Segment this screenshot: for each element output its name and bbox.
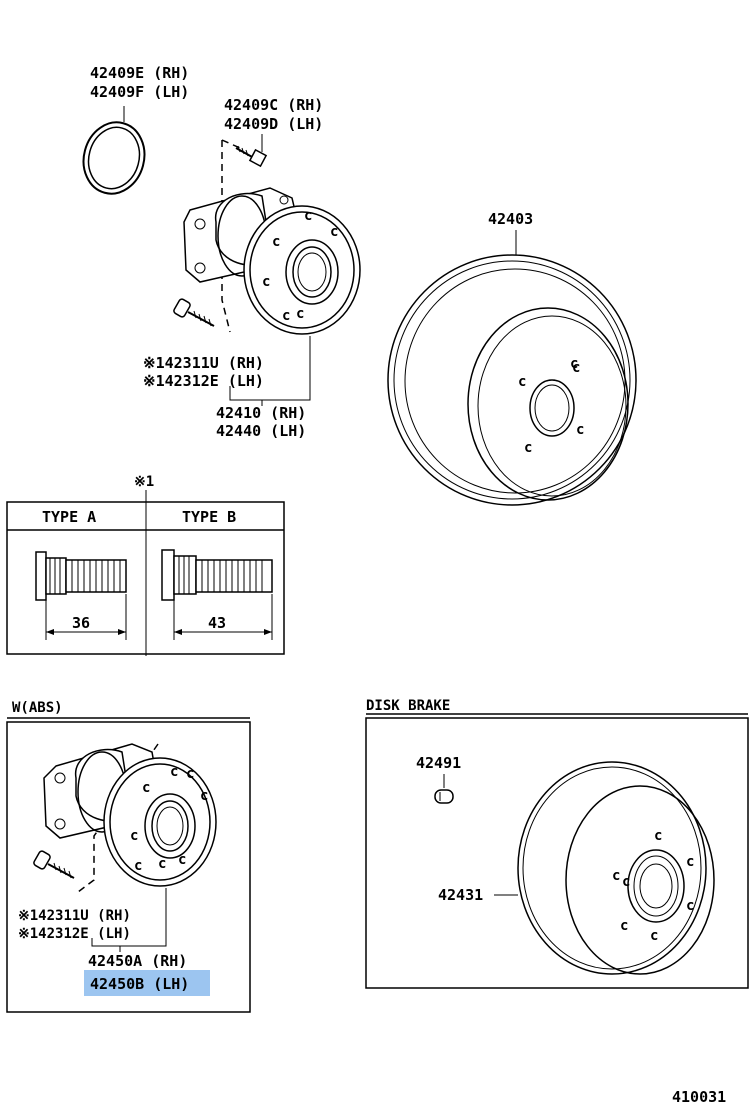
svg-text:c: c [130, 828, 138, 844]
svg-text:c: c [200, 788, 208, 804]
hole-plug-42491[interactable] [434, 789, 454, 804]
bolt-42409c[interactable] [235, 145, 268, 168]
label-abs-hub-lh[interactable]: 42450B (LH) [90, 975, 189, 993]
label-stud-rh: ※142311U (RH) [143, 354, 264, 372]
abs-hub-assembly-42450[interactable]: c c c c c c c c [43, 743, 217, 887]
label-stud-lh: ※142312E (LH) [143, 372, 264, 390]
alignment-dashes-abs [77, 743, 159, 893]
label-abs-stud-lh: ※142312E (LH) [18, 926, 131, 942]
svg-text:c: c [524, 440, 532, 456]
label-bolt-rh: 42409C (RH) [224, 96, 323, 114]
svg-text:c: c [186, 766, 194, 782]
dim-type-b: 43 [208, 614, 226, 632]
label-abs-stud-rh: ※142311U (RH) [18, 908, 131, 924]
dim-type-a: 36 [72, 614, 90, 632]
svg-text:c: c [158, 856, 166, 872]
svg-text:c: c [178, 852, 186, 868]
svg-text:c: c [654, 828, 662, 844]
svg-text:c: c [170, 764, 178, 780]
highlight-abs-hub-lh [84, 970, 210, 996]
svg-text:c: c [304, 208, 312, 224]
svg-text:c: c [518, 374, 526, 390]
svg-text:c: c [330, 224, 338, 240]
svg-text:c: c [296, 306, 304, 322]
disk-brake-frame [365, 713, 749, 989]
label-hub-lh: 42440 (LH) [216, 422, 306, 440]
svg-text:c: c [612, 868, 620, 884]
hub-stud-abs[interactable] [33, 850, 75, 879]
o-ring-42409e[interactable] [76, 115, 153, 200]
figure-number: 410031 [672, 1088, 726, 1106]
svg-text:c: c [572, 360, 580, 376]
note-ref-mark: ※1 [134, 474, 154, 490]
svg-text:c: c [142, 780, 150, 796]
hub-assembly-42410[interactable]: c c c c c c [183, 187, 361, 335]
svg-text:c: c [576, 422, 584, 438]
alignment-dashes-upper [221, 139, 241, 333]
label-oring-lh: 42409F (LH) [90, 83, 189, 101]
label-drum: 42403 [488, 210, 533, 228]
label-abs-hub-rh: 42450A (RH) [88, 952, 187, 970]
stud-type-b-drawing [161, 549, 273, 640]
svg-text:c: c [686, 898, 694, 914]
svg-text:c: c [650, 928, 658, 944]
svg-text:c: c [272, 234, 280, 250]
stud-leader-upper [229, 336, 311, 401]
brake-drum-42403[interactable]: c c c c c [387, 254, 637, 506]
brake-disc-42431[interactable]: c c c c c c c [517, 761, 715, 975]
stud-leader-abs [91, 888, 167, 947]
svg-text:c: c [262, 274, 270, 290]
svg-text:c: c [622, 874, 630, 890]
abs-section-title: W(ABS) [12, 700, 63, 716]
stud-type-a-drawing [35, 551, 127, 640]
label-hub-rh: 42410 (RH) [216, 404, 306, 422]
svg-text:c: c [282, 308, 290, 324]
label-oring-rh: 42409E (RH) [90, 64, 189, 82]
label-disc: 42431 [438, 886, 483, 904]
hub-stud-upper[interactable] [173, 298, 215, 327]
type-a-heading: TYPE A [42, 508, 96, 526]
type-b-heading: TYPE B [182, 508, 236, 526]
label-bolt-lh: 42409D (LH) [224, 115, 323, 133]
svg-text:c: c [134, 858, 142, 874]
disk-brake-title: DISK BRAKE [366, 698, 450, 714]
label-plug: 42491 [416, 754, 461, 772]
svg-text:c: c [620, 918, 628, 934]
stud-type-table [6, 501, 285, 655]
svg-text:c: c [686, 854, 694, 870]
svg-text:c: c [570, 356, 578, 372]
abs-section-frame [6, 717, 251, 1013]
